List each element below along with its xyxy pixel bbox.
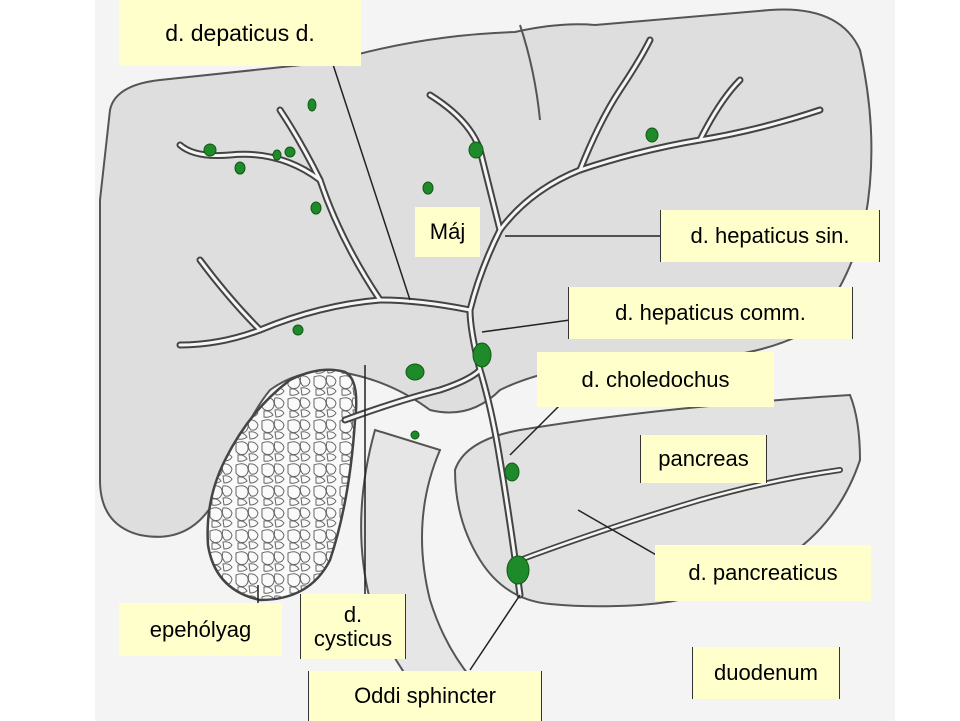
- label-cysticus: d. cysticus: [300, 594, 406, 659]
- gallbladder-shape: [206, 368, 358, 602]
- label-hepaticus-sin: d. hepaticus sin.: [660, 210, 880, 262]
- leader-lines: [257, 39, 666, 671]
- label-pancreaticus: d. pancreaticus: [655, 545, 871, 601]
- label-maj: Máj: [415, 207, 480, 257]
- label-epeholyag: epehólyag: [119, 603, 282, 656]
- label-cysticus-line1: d.: [343, 602, 363, 628]
- label-cysticus-line2: cysticus: [313, 625, 393, 651]
- label-depaticus: d. depaticus d.: [119, 0, 361, 66]
- label-hepaticus-comm: d. hepaticus comm.: [568, 287, 853, 339]
- label-duodenum: duodenum: [692, 647, 840, 699]
- label-oddi-sphincter: Oddi sphincter: [308, 671, 542, 721]
- label-choledochus: d. choledochus: [537, 352, 774, 407]
- bile-duct-lumen: [178, 38, 822, 597]
- label-pancreas: pancreas: [640, 435, 767, 483]
- nodules: [203, 98, 659, 585]
